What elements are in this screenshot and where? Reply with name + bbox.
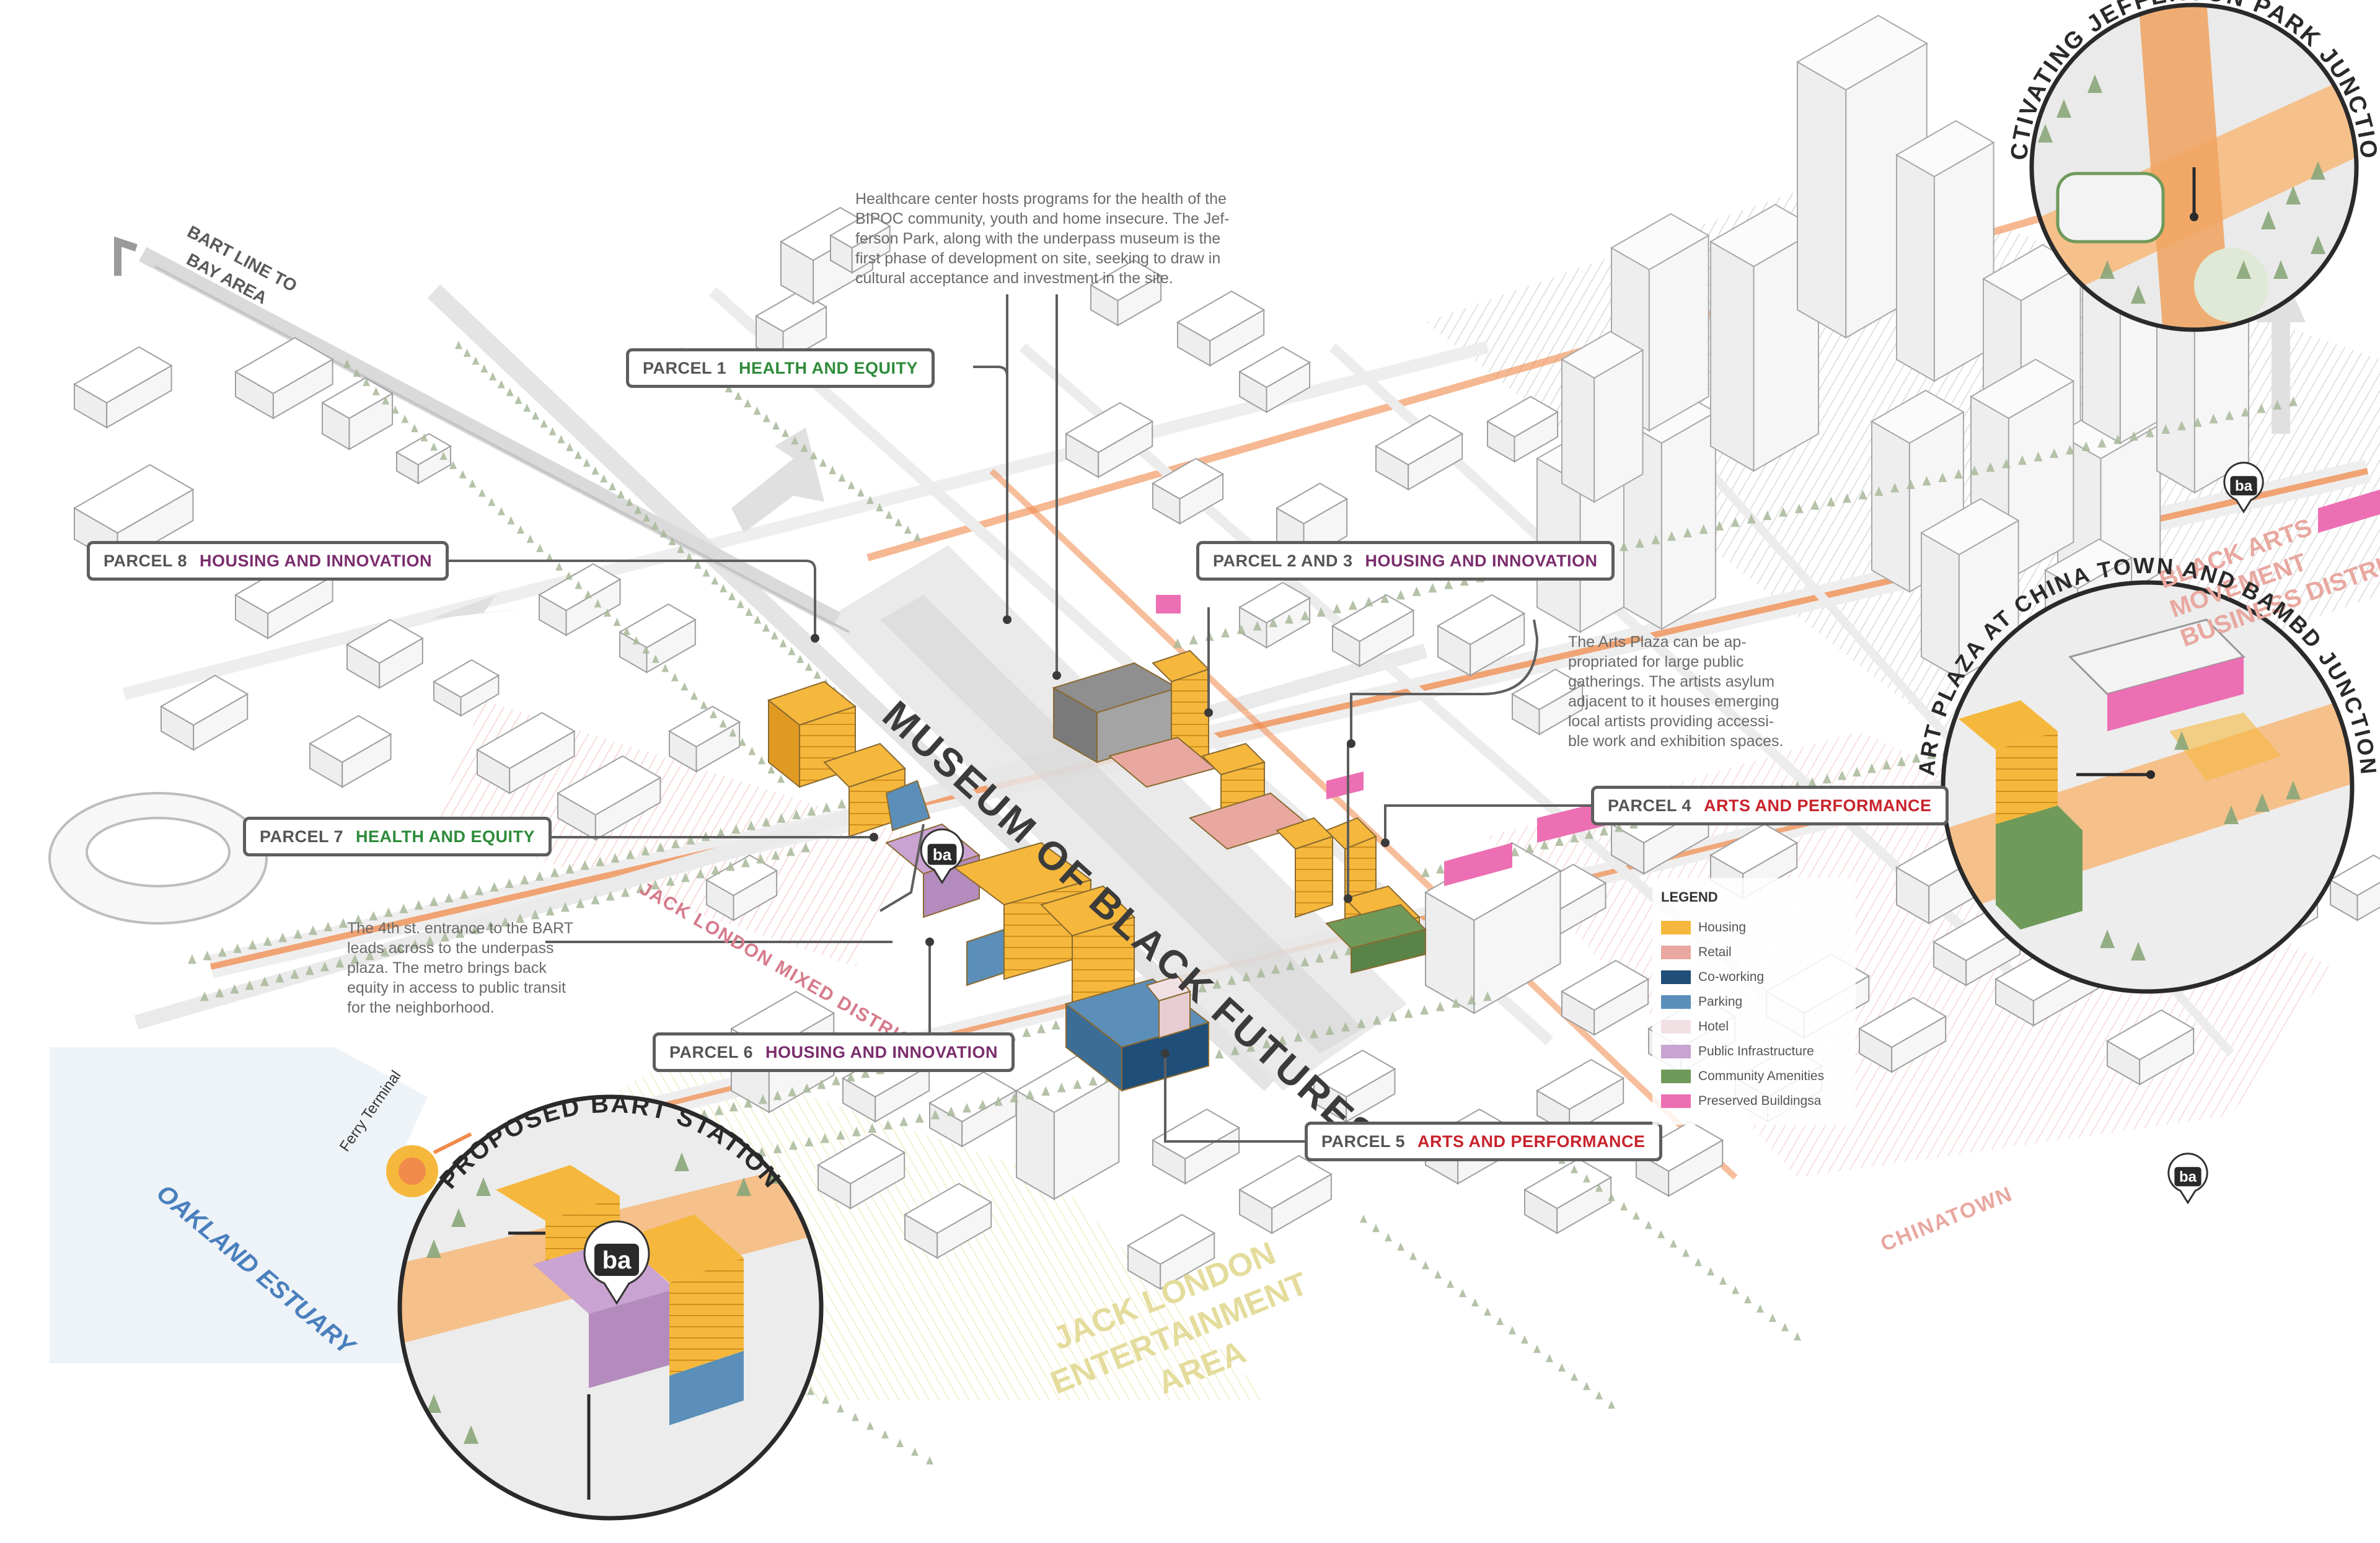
parcel-6-number: PARCEL 6: [669, 1043, 753, 1062]
parcel-7-number: PARCEL 7: [260, 827, 343, 846]
legend-label: Community Amenities: [1698, 1069, 1824, 1084]
bart-entrance-note: The 4th st. entrance to the BART leads a…: [347, 918, 632, 1018]
bart-logo-text: ba: [2179, 1169, 2197, 1185]
legend-label: Housing: [1698, 920, 1746, 935]
legend-item: Parking: [1661, 990, 1847, 1014]
bart-station-inset-title: PROPOSED BART STATION: [434, 1091, 787, 1194]
parcel-8-callout: PARCEL 8 HOUSING AND INNOVATION: [87, 541, 449, 581]
legend-label: Public Infrastructure: [1698, 1044, 1814, 1059]
legend-item: Retail: [1661, 940, 1847, 965]
legend-swatch: [1661, 1020, 1691, 1034]
legend-label: Hotel: [1698, 1019, 1729, 1034]
parcel-7-theme: HEALTH AND EQUITY: [356, 827, 535, 846]
legend-title: LEGEND: [1661, 889, 1847, 905]
parcel-5-callout: PARCEL 5 ARTS AND PERFORMANCE: [1305, 1122, 1662, 1161]
legend-swatch: [1661, 995, 1691, 1009]
bart-logo-text: ba: [2235, 478, 2253, 495]
parcel-5-number: PARCEL 5: [1321, 1132, 1405, 1151]
ferry-terminal-label: Ferry Terminal: [337, 1068, 405, 1155]
parcel-8-theme: HOUSING AND INNOVATION: [200, 552, 432, 571]
parcel-1-theme: HEALTH AND EQUITY: [739, 359, 918, 378]
parcel-1-callout: PARCEL 1 HEALTH AND EQUITY: [626, 348, 935, 388]
legend-swatch: [1661, 970, 1691, 984]
legend-swatch: [1661, 921, 1691, 934]
legend-swatch: [1661, 1094, 1691, 1108]
legend-item: Preserved Buildingsa: [1661, 1089, 1847, 1114]
oakland-estuary-label: OAKLAND ESTUARY: [151, 1179, 361, 1361]
legend-swatch: [1661, 1070, 1691, 1083]
jack-london-mixed-label: JACK LONDON MIXED DISTRICT: [637, 878, 927, 1058]
legend-label: Preserved Buildingsa: [1698, 1094, 1821, 1109]
legend-item: Community Amenities: [1661, 1064, 1847, 1089]
parcel-4-theme: ARTS AND PERFORMANCE: [1704, 796, 1932, 815]
jack-london-ent-label: JACK LONDON ENTERTAINMENT AREA: [1031, 1228, 1328, 1439]
parcel-7-callout: PARCEL 7 HEALTH AND EQUITY: [243, 817, 552, 856]
parcel-8-number: PARCEL 8: [104, 552, 187, 571]
parcel-2-3-theme: HOUSING AND INNOVATION: [1365, 552, 1598, 571]
parcel-5-theme: ARTS AND PERFORMANCE: [1417, 1132, 1646, 1151]
arts-plaza-note: The Arts Plaza can be ap- propriated for…: [1568, 632, 1828, 751]
bart-line-label: BART LINE TO BAY AREA: [172, 222, 300, 317]
bart-logo-text: ba: [933, 845, 952, 864]
bart-pins: ba ba ba ba: [584, 463, 2263, 1303]
parcel-4-number: PARCEL 4: [1608, 796, 1691, 815]
parcel-6-theme: HOUSING AND INNOVATION: [765, 1043, 998, 1062]
legend-item: Hotel: [1661, 1014, 1847, 1039]
legend-label: Parking: [1698, 995, 1742, 1009]
legend-item: Housing: [1661, 915, 1847, 940]
legend-swatch: [1661, 946, 1691, 959]
jefferson-inset-title: ACTIVATING JEFFERSON PARK JUNCTION: [0, 0, 2380, 161]
bart-logo-text: ba: [602, 1247, 632, 1274]
parcel-1-number: PARCEL 1: [643, 359, 726, 378]
parcel-4-callout: PARCEL 4 ARTS AND PERFORMANCE: [1591, 786, 1949, 825]
legend-label: Co-working: [1698, 970, 1764, 985]
parcel-2-3-number: PARCEL 2 AND 3: [1213, 552, 1353, 571]
museum-label: MUSEUM OF BLACK FUTURES: [875, 692, 1386, 1159]
legend-label: Retail: [1698, 945, 1732, 960]
parcel-6-callout: PARCEL 6 HOUSING AND INNOVATION: [653, 1032, 1015, 1072]
legend-swatch: [1661, 1045, 1691, 1058]
legend-item: Public Infrastructure: [1661, 1039, 1847, 1064]
chinatown-label: CHINATOWN: [1877, 1182, 2016, 1256]
parcel-2-3-callout: PARCEL 2 AND 3 HOUSING AND INNOVATION: [1196, 541, 1615, 581]
legend-item: Co-working: [1661, 965, 1847, 990]
healthcare-note: Healthcare center hosts programs for the…: [855, 189, 1289, 288]
